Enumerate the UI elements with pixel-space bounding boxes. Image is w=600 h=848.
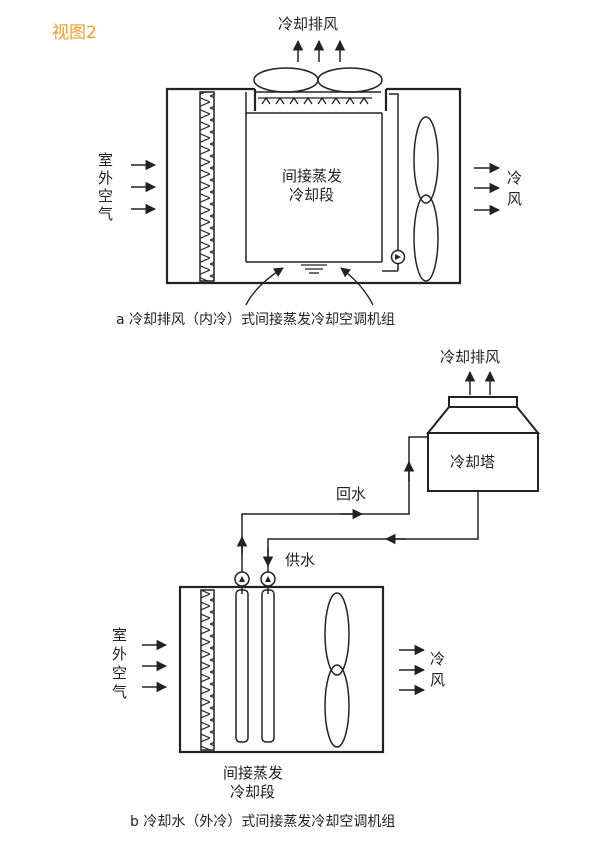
a-heat-exchanger [245,92,383,263]
a-outdoor-char-2: 外 [98,169,113,187]
title-badge: 视图2 [52,23,97,43]
b-supply-water-label: 供水 [285,551,315,569]
a-water-level-icon [301,264,327,274]
a-top-fan-icon [253,67,383,93]
b-outdoor-char-3: 空 [112,664,127,682]
b-side-fan-icon [324,592,350,748]
diagram-b: 冷却排风 冷却塔 回水 供水 [112,348,541,830]
a-cold-air-label: 冷 风 [507,169,522,208]
a-exhaust-arrows [292,39,346,62]
a-outlet-arrows [474,162,501,216]
b-return-water-label: 回水 [336,485,366,503]
a-outdoor-char-1: 室 [98,151,113,169]
b-cooling-tower [425,396,541,492]
b-cold-air-label: 冷 风 [430,650,445,689]
a-bottom-air-arrows [245,267,374,306]
b-coil-tubes [235,586,275,743]
b-cold-char-1: 冷 [430,650,445,668]
diagram-a: 冷却排风 [98,15,522,328]
b-outdoor-char-1: 室 [112,626,127,644]
a-section-label-2: 冷却段 [289,186,334,204]
b-outdoor-air-label: 室 外 空 气 [112,626,127,701]
a-spray-nozzles [258,96,372,105]
b-tower-label: 冷却塔 [450,453,495,471]
b-exhaust-label: 冷却排风 [440,348,500,366]
a-pump-icon [395,254,401,260]
b-outdoor-char-2: 外 [112,645,127,663]
a-cold-char-2: 风 [507,190,522,208]
a-section-label-1: 间接蒸发 [282,167,342,185]
b-pump-2-glyph [265,576,271,582]
a-outdoor-char-3: 空 [98,187,113,205]
b-pump-1-glyph [239,576,245,582]
b-return-pipe [241,436,428,572]
a-cold-char-1: 冷 [507,169,522,187]
a-water-pump-loop [382,93,406,272]
b-wet-media-pad [200,589,215,751]
a-side-fan-icon [413,116,439,282]
a-outdoor-char-4: 气 [98,205,113,223]
b-unit-housing [178,585,385,754]
a-exhaust-label: 冷却排风 [278,15,338,33]
a-unit-housing [165,87,462,285]
b-section-label-1: 间接蒸发 [223,764,283,782]
b-caption: b 冷却水（外冷）式间接蒸发冷却空调机组 [130,813,395,830]
b-section-label-2: 冷却段 [230,783,275,801]
a-intake-arrows [131,159,157,215]
a-outdoor-air-label: 室 外 空 气 [98,151,113,223]
b-outlet-arrows [399,644,426,696]
b-outdoor-char-4: 气 [112,683,127,701]
b-cold-char-2: 风 [430,671,445,689]
b-intake-arrows [142,639,168,693]
a-wet-media-pad [199,91,215,282]
a-caption: a 冷却排风（内冷）式间接蒸发冷却空调机组 [116,311,395,328]
b-exhaust-arrows [464,370,496,395]
